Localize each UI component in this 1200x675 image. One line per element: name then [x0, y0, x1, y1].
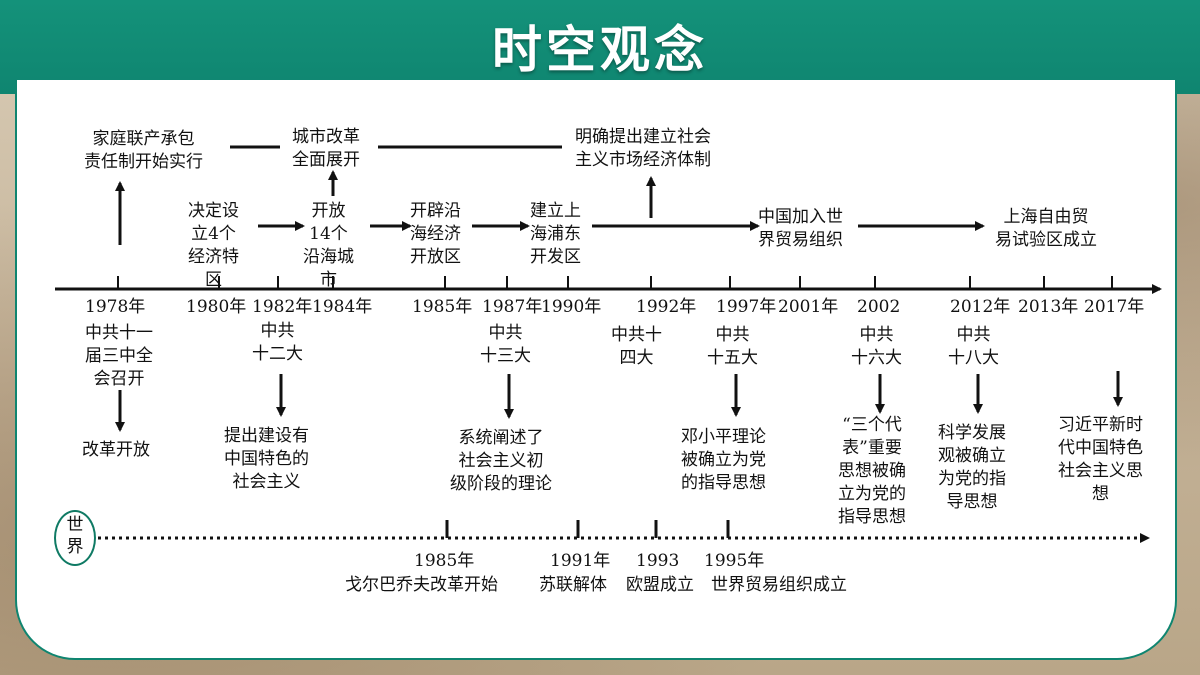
year-2012: 2012年 — [950, 297, 1011, 317]
congress-1992: 中共十四大 — [611, 325, 662, 368]
world-event-gorbachev-reform: 戈尔巴乔夫改革开始 — [345, 575, 498, 595]
year-1987: 1987年 — [482, 297, 543, 317]
congress-1978: 中共十一届三中全会召开 — [85, 323, 153, 389]
world-event-eu-established: 欧盟成立 — [626, 575, 694, 595]
event-1992-market-economy: 明确提出建立社会主义市场经济体制 — [575, 127, 711, 170]
up-arrows — [115, 170, 656, 245]
world-year-1993: 1993 — [636, 551, 680, 571]
outcome-1997: 邓小平理论被确立为党的指导思想 — [681, 427, 766, 493]
year-2017: 2017年 — [1084, 297, 1145, 317]
event-1978-household-contract: 家庭联产承包责任制开始实行 — [84, 129, 203, 172]
year-1992: 1992年 — [636, 297, 697, 317]
world-label: 世界 — [66, 515, 84, 557]
outcome-2012: 科学发展观被确立为党的指导思想 — [938, 423, 1006, 512]
congress-2012: 中共十八大 — [948, 325, 999, 368]
event-2013-ftz: 上海自由贸易试验区成立 — [995, 207, 1097, 250]
event-2001-wto: 中国加入世界贸易组织 — [758, 207, 843, 250]
year-1997: 1997年 — [716, 297, 777, 317]
congress-2002: 中共十六大 — [851, 325, 902, 368]
year-1990: 1990年 — [541, 297, 602, 317]
congress-1982: 中共十二大 — [252, 321, 303, 364]
world-year-1995: 1995年 — [704, 551, 765, 571]
down-arrows — [115, 371, 1123, 432]
congress-1997: 中共十五大 — [707, 325, 758, 368]
year-1982: 1982年 — [252, 297, 313, 317]
world-event-ussr-dissolution: 苏联解体 — [539, 575, 607, 595]
world-year-1985: 1985年 — [414, 551, 475, 571]
event-1984-urban-reform: 城市改革全面展开 — [292, 127, 360, 170]
page-title: 时空观念 — [492, 20, 708, 79]
year-1984: 1984年 — [312, 297, 373, 317]
congress-1987: 中共十三大 — [480, 323, 531, 366]
outcome-1978: 改革开放 — [82, 440, 150, 460]
outcome-1987: 系统阐述了社会主义初级阶段的理论 — [450, 428, 552, 494]
event-1985-coastal-open-zones: 开辟沿海经济开放区 — [410, 201, 461, 267]
year-1985: 1985年 — [412, 297, 473, 317]
outcome-2017: 习近平新时代中国特色社会主义思想 — [1058, 415, 1143, 504]
content-panel — [15, 80, 1177, 660]
china-ticks — [117, 276, 1113, 289]
world-event-wto-established: 世界贸易组织成立 — [711, 575, 847, 595]
world-ticks — [445, 520, 730, 538]
outcome-1982: 提出建设有中国特色的社会主义 — [224, 426, 309, 492]
world-year-1991: 1991年 — [550, 551, 611, 571]
year-2013: 2013年 — [1018, 297, 1079, 317]
year-1980: 1980年 — [186, 297, 247, 317]
header-bar — [0, 0, 1200, 94]
year-2002: 2002 — [857, 297, 901, 317]
world-label-circle — [54, 510, 96, 566]
outcome-2002: “三个代表”重要思想被确立为党的指导思想 — [838, 415, 906, 527]
year-1978: 1978年 — [85, 297, 146, 317]
year-2001: 2001年 — [778, 297, 839, 317]
event-1980-special-zones: 决定设立4个经济特区 — [188, 201, 239, 290]
event-1990-pudong: 建立上海浦东开发区 — [530, 201, 581, 267]
